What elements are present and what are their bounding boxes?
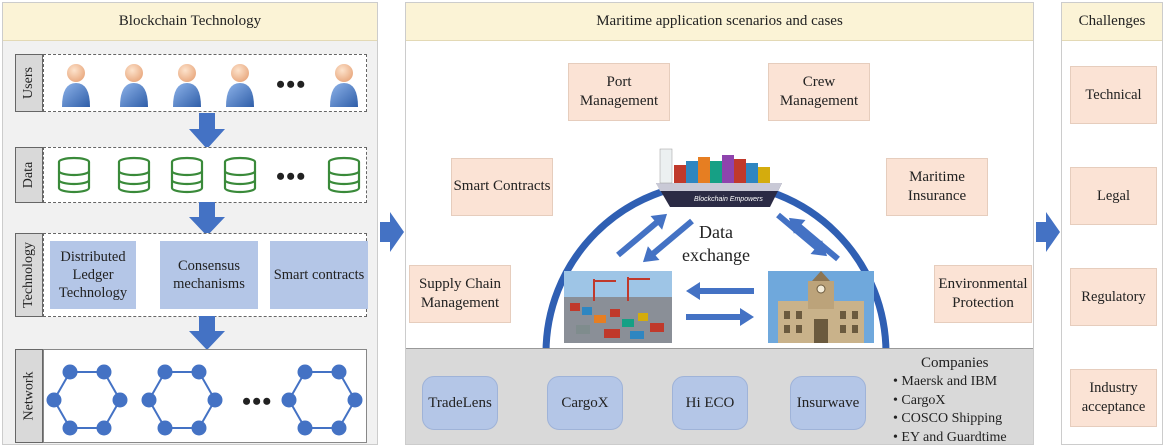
environmental-protection-box: Environmental Protection xyxy=(934,265,1032,323)
insurwave-pill: Insurwave xyxy=(790,376,866,430)
user-icon xyxy=(62,64,90,107)
tradelens-pill: TradeLens xyxy=(422,376,498,430)
down-arrow-icon xyxy=(189,316,225,350)
network-node xyxy=(207,392,223,408)
database-icon xyxy=(57,156,91,194)
consensus-mechanisms-box: Consensus mechanisms xyxy=(160,241,258,309)
challenge-technical: Technical xyxy=(1070,66,1157,124)
database-icon xyxy=(327,156,361,194)
maritime-scenarios-title: Maritime application scenarios and cases xyxy=(406,3,1033,41)
data-exchange-label: Data exchange xyxy=(682,222,750,265)
diagonal-arrow-icon xyxy=(642,218,694,263)
company-item: • EY and Guardtime xyxy=(893,429,1007,445)
network-icons xyxy=(46,364,363,436)
company-item: • CargoX xyxy=(893,392,946,408)
network-node xyxy=(347,392,363,408)
network-node xyxy=(112,392,128,408)
database-icon xyxy=(117,156,151,194)
cargox-pill: CargoX xyxy=(547,376,623,430)
user-icon xyxy=(120,64,148,107)
technology-row: Distributed Ledger Technology Consensus … xyxy=(43,233,368,317)
challenge-industry-acceptance: Industry acceptance xyxy=(1070,369,1157,427)
company-item: • COSCO Shipping xyxy=(893,411,1003,426)
challenge-legal: Legal xyxy=(1070,167,1157,225)
companies-title: Companies xyxy=(921,355,989,371)
building-image xyxy=(768,271,874,343)
users-row: ••• xyxy=(43,54,367,112)
right-arrow-icon xyxy=(380,212,404,252)
network-node xyxy=(141,392,157,408)
network-node xyxy=(46,392,62,408)
down-arrow-icon xyxy=(189,202,225,236)
right-arrow-icon xyxy=(686,308,754,326)
distributed-ledger-technology-box: Distributed Ledger Technology xyxy=(50,241,136,309)
row-label-users: Users xyxy=(15,54,43,112)
user-icon xyxy=(173,64,201,107)
row-label-technology: Technology xyxy=(15,233,43,317)
right-arrow-icon xyxy=(1036,212,1060,252)
maritime-insurance-box: Maritime Insurance xyxy=(886,158,988,216)
network-row: ••• xyxy=(43,349,367,443)
row-label-network: Network xyxy=(15,349,43,443)
blockchain-technology-title: Blockchain Technology xyxy=(3,3,377,41)
network-node xyxy=(331,420,347,436)
companies-list: • Maersk and IBM • CargoX • COSCO Shippi… xyxy=(893,373,1007,447)
crew-management-box: Crew Management xyxy=(768,63,870,121)
smart-contracts-box: Smart contracts xyxy=(270,241,368,309)
network-node xyxy=(62,364,78,380)
network-node xyxy=(191,420,207,436)
user-icon xyxy=(226,64,254,107)
port-management-box: Port Management xyxy=(568,63,670,121)
users-ellipsis: ••• xyxy=(276,70,307,99)
network-node xyxy=(62,420,78,436)
database-icons xyxy=(57,156,361,194)
exchange-arrows xyxy=(616,212,840,326)
maritime-scenarios-panel: Maritime application scenarios and cases… xyxy=(405,2,1034,445)
network-ellipsis: ••• xyxy=(242,387,273,416)
supply-chain-management-box: Supply Chain Management xyxy=(409,265,511,323)
ship-hull-text: Blockchain Empowers xyxy=(694,196,763,203)
network-node xyxy=(157,364,173,380)
database-icon xyxy=(223,156,257,194)
smart-contracts-scenario-box: Smart Contracts xyxy=(451,158,553,216)
blockchain-technology-panel: Blockchain Technology Users ••• Data xyxy=(2,2,378,445)
diagonal-arrow-icon xyxy=(776,212,828,257)
hi-eco-pill: Hi ECO xyxy=(672,376,748,430)
container-ship-image: Blockchain Empowers xyxy=(656,148,782,207)
port-image xyxy=(564,271,672,343)
challenges-title: Challenges xyxy=(1062,3,1162,41)
diagonal-arrow-icon xyxy=(616,213,668,258)
user-icon xyxy=(330,64,358,107)
network-node xyxy=(157,420,173,436)
challenge-regulatory: Regulatory xyxy=(1070,268,1157,326)
data-row: ••• xyxy=(43,147,367,203)
row-label-data: Data xyxy=(15,147,43,203)
database-icon xyxy=(170,156,204,194)
network-node xyxy=(331,364,347,380)
network-node xyxy=(96,364,112,380)
network-node xyxy=(281,392,297,408)
down-arrow-icon xyxy=(189,113,225,149)
company-item: • Maersk and IBM xyxy=(893,374,998,389)
network-node xyxy=(96,420,112,436)
left-arrow-icon xyxy=(686,282,754,300)
users-icons xyxy=(62,64,358,107)
network-node xyxy=(191,364,207,380)
diagonal-arrow-icon xyxy=(788,217,840,262)
network-node xyxy=(297,420,313,436)
network-node xyxy=(297,364,313,380)
data-ellipsis: ••• xyxy=(276,162,307,191)
